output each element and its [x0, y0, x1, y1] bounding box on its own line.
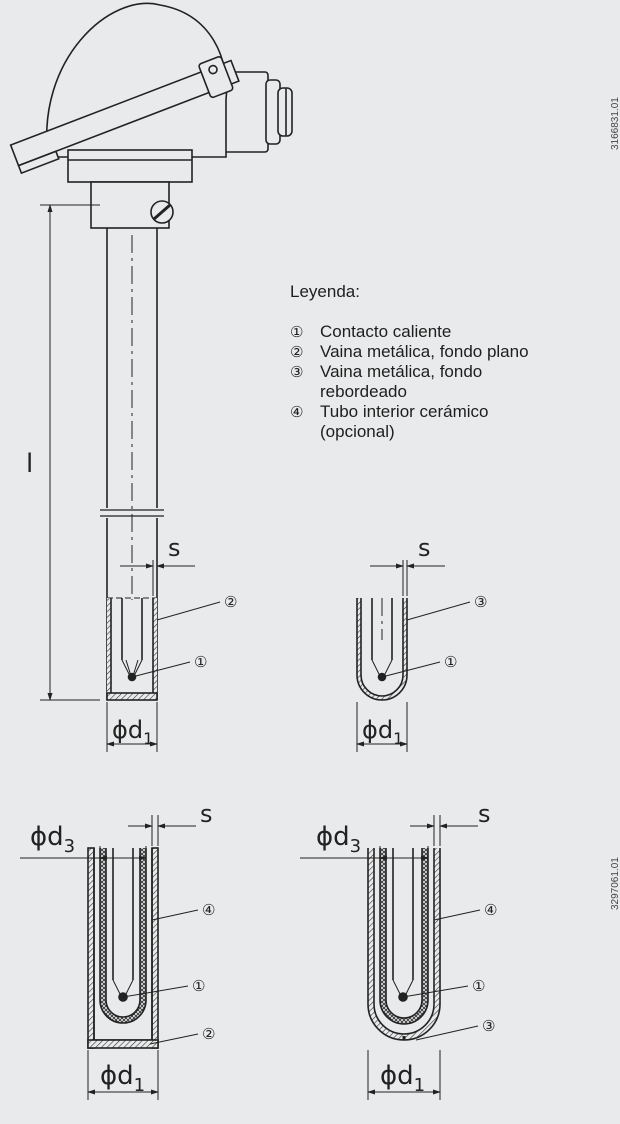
diameter-label-3: ϕd1 [100, 1061, 145, 1096]
legend-item: ④ Tubo interior cerámico (opcional) [290, 402, 620, 442]
connection-head [9, 2, 293, 229]
legend-text: Tubo interior cerámico (opcional) [320, 402, 489, 441]
inner-diameter-label-1: ϕd3 [30, 822, 75, 857]
diameter-label-2: ϕd1 [362, 716, 403, 748]
callout-1-mid: ① [444, 653, 457, 671]
wall-label-4: s [478, 800, 491, 828]
image-code-bottom: 3297061.01 [610, 857, 620, 910]
wall-label-2: s [418, 534, 431, 562]
length-dimension [40, 204, 100, 701]
diameter-label-4: ϕd1 [380, 1061, 425, 1096]
callout-3-mid: ③ [474, 593, 487, 611]
legend-text: Vaina metálica, fondo rebordeado [320, 362, 483, 401]
image-code-top: 3166831.01 [610, 97, 620, 150]
legend-title: Leyenda: [290, 282, 360, 301]
tube-flat-ceramic [87, 847, 159, 1049]
legend-list: ① Contacto caliente ② Vaina metálica, fond… [290, 322, 620, 442]
callout-3-right: ③ [482, 1017, 495, 1035]
callout-1-right: ① [472, 977, 485, 995]
protection-tube-rounded [356, 598, 408, 701]
legend-item: ① Contacto caliente [290, 322, 620, 342]
inner-diameter-label-2: ϕd3 [316, 822, 361, 857]
diameter-label-1: ϕd1 [112, 716, 153, 748]
length-label: l [26, 449, 33, 479]
protection-tube-flat [100, 228, 164, 701]
legend-item: ③ Vaina metálica, fondo rebordeado [290, 362, 620, 402]
wall-label-1: s [168, 534, 181, 562]
wall-label-3: s [200, 800, 213, 828]
callout-1-main: ① [194, 653, 207, 671]
callout-4-left: ④ [202, 901, 215, 919]
legend-text: Contacto caliente [320, 322, 452, 341]
legend-number: ② [290, 343, 304, 361]
legend-number: ④ [290, 403, 304, 421]
callout-1-left: ① [192, 977, 205, 995]
legend-item: ② Vaina metálica, fondo plano [290, 342, 620, 362]
legend-text: Vaina metálica, fondo plano [320, 342, 529, 361]
tube-rounded-ceramic [367, 848, 441, 1041]
callout-2-left: ② [202, 1025, 215, 1043]
legend-number: ① [290, 323, 304, 341]
callout-2-main: ② [224, 593, 237, 611]
legend: Leyenda: ① Contacto caliente ② Vaina metál… [290, 282, 620, 442]
legend-number: ③ [290, 363, 304, 381]
callout-4-right: ④ [484, 901, 497, 919]
